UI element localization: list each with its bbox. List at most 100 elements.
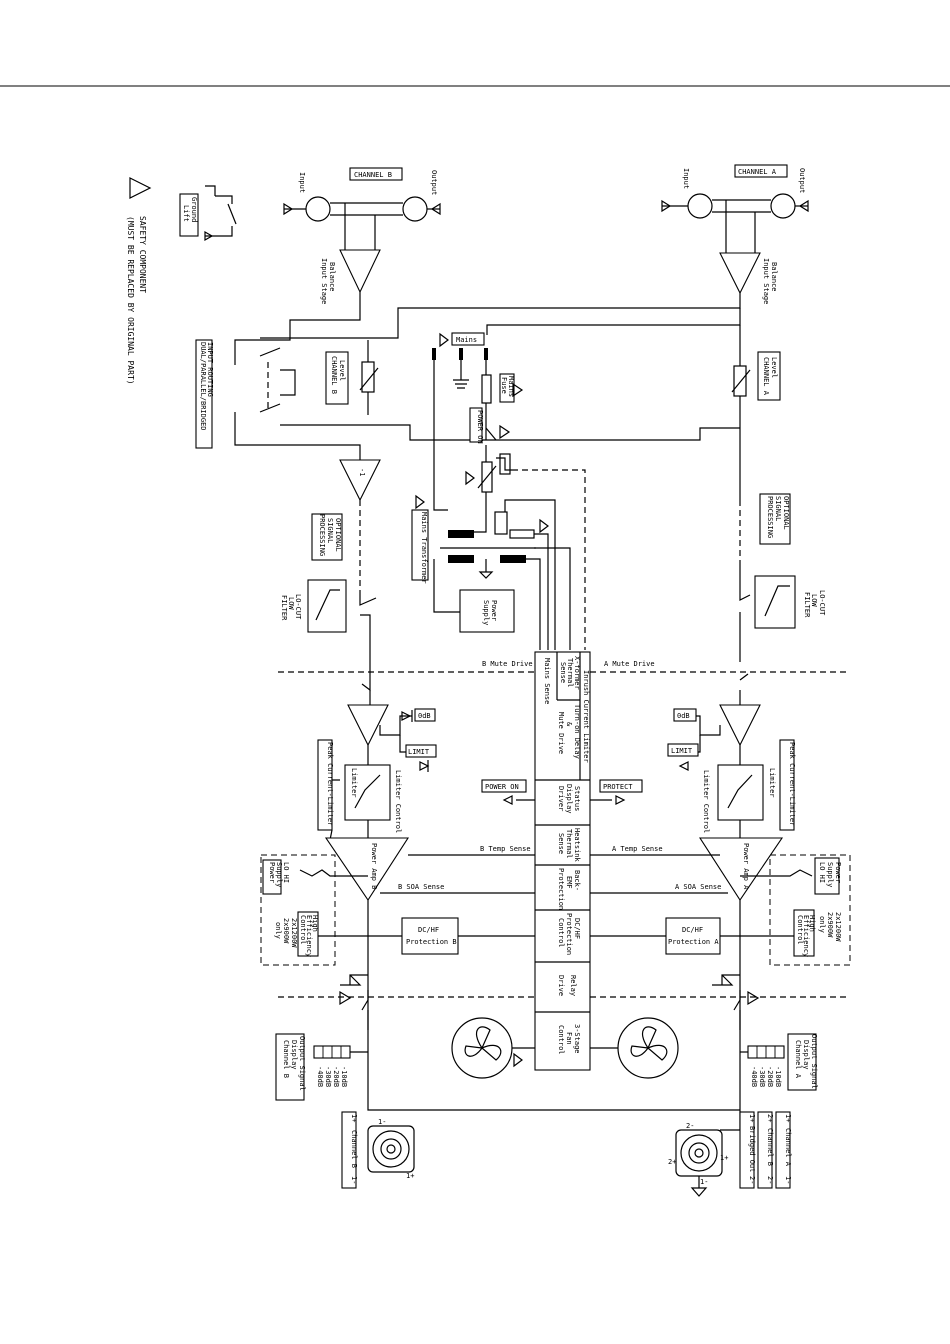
odb-a: 0dB [677, 712, 690, 720]
ground-icon [204, 230, 214, 242]
a-temp-sense: A Temp Sense [612, 845, 663, 853]
status-l2: Display [565, 784, 573, 814]
ground-lift: Ground Lift [179, 185, 237, 242]
relay-l2: Drive [557, 975, 565, 996]
high-efficiency-b: LO HI Supply Power High Efficiency Contr… [260, 854, 368, 966]
dchf-a-l1: DC/HF [682, 926, 703, 934]
input-routing-label1: INPUT ROUTING [206, 342, 214, 397]
xlr-output-b-icon [402, 196, 428, 222]
db-b-1: -20dB [332, 1066, 340, 1087]
dchf-l2: Protection [565, 913, 573, 955]
dchf-b-l1: DC/HF [418, 926, 439, 934]
mains-sense-label: Mains Sense [543, 658, 551, 704]
locut-a-l3: FILTER [803, 592, 811, 618]
mains-fuse-label2: Fuse [500, 377, 508, 394]
thermistor-icon [481, 461, 493, 493]
limit-a: LIMIT [671, 747, 693, 755]
dchf-a-l2: Protection A [668, 938, 719, 946]
level-a: Level CHANNEL A [731, 325, 781, 500]
he-a-l1: High [808, 915, 816, 932]
inrush-label: Inrush Current Limiter [582, 670, 590, 763]
output-label-b: Output [430, 170, 438, 195]
spk-a2-pin2m: 2- [766, 1176, 774, 1184]
protect-led-icon [615, 795, 626, 805]
spk-a-2m: 2- [686, 1122, 694, 1130]
spk-b-pin1m: 1- [350, 1176, 358, 1184]
xformer-l2: Thermal [566, 658, 574, 688]
spk-a-label: Channel A [784, 1128, 792, 1167]
dchf-l3: Control [557, 918, 565, 948]
bridged-pin1p: 1+ [748, 1114, 756, 1122]
out-a-l1: Output Signal [810, 1034, 818, 1089]
dchf-l1: DC/HF [573, 918, 581, 939]
input-routing: INPUT ROUTING DUAL/PARALLEL/BRIDGED -1 [195, 292, 741, 502]
only-b-l1: 2x1200W [290, 918, 298, 948]
balance-label-a2: Input Stage [762, 258, 770, 304]
heatsink-l3: Sense [557, 833, 565, 854]
bridged-pin2m: 2- [748, 1176, 756, 1184]
balance-label-a: Balance [770, 262, 778, 292]
fans [451, 1017, 679, 1079]
speakon-b-icon [372, 1130, 410, 1168]
dchf-protection-a: DC/HF Protection A [665, 917, 721, 955]
out-b-l3: Channel B [282, 1040, 290, 1078]
mains-label: Mains [456, 336, 477, 344]
speakon-b: 1- 1+ 1+ Channel B 1- [341, 1111, 415, 1189]
fan-l3: Control [557, 1025, 565, 1055]
locut-b-l3: FILTER [280, 595, 288, 621]
turnon-l3: Mute Drive [557, 712, 565, 754]
input-label-b: Input [298, 172, 306, 193]
xlr-input-b-icon [305, 196, 331, 222]
level-b-label1: Level [338, 360, 346, 381]
only-a-l3: only [818, 916, 826, 933]
level-a-label1: Level [770, 357, 778, 378]
he-a-l3: Control [796, 915, 804, 945]
earth-icon [453, 360, 469, 389]
only-a-l1: 2x1200W [834, 912, 842, 942]
optional-a-l3: PROCESSING [766, 496, 774, 538]
status-leds: POWER ON PROTECT [481, 779, 643, 805]
power-on-led-icon [502, 795, 513, 805]
fan-l2: Fan [565, 1032, 573, 1045]
spk-a-1m: 1- [700, 1178, 708, 1186]
a-mute-drive-label: A Mute Drive [604, 660, 655, 668]
out-a-l2: Display [802, 1040, 810, 1070]
power-amp-a-label: Power Amp A [742, 843, 750, 890]
power-on-switch-label: POWER ON [476, 410, 484, 444]
ps-b-l1: LO HI [282, 862, 290, 883]
limit-b: LIMIT [408, 748, 430, 756]
optional-processing-a: OPTIONAL SIGNAL PROCESSING [739, 493, 791, 560]
optional-a-l1: OPTIONAL [782, 496, 790, 530]
mute-drive-lines: B Mute Drive A Mute Drive [278, 650, 850, 705]
b-mute-drive-label: B Mute Drive [482, 660, 533, 668]
db-a-3: -40dB [750, 1066, 758, 1087]
odb-b: 0dB [418, 712, 431, 720]
ps-a-l2: Supply [826, 862, 834, 887]
potentiometer-a-icon [733, 365, 747, 397]
locut-b-l1: LO-CUT [294, 594, 302, 620]
heatsink-l1: Heatsink [573, 828, 581, 863]
power-amp-b-label: Power Amp B [370, 843, 378, 889]
limiter-control-b: Limiter Control [394, 770, 402, 833]
spk-a-2p: 2+ [668, 1158, 676, 1166]
safety-note-line1: SAFETY COMPONENT [138, 216, 147, 293]
out-b-l1: Output Signal [298, 1036, 306, 1091]
level-a-label2: CHANNEL A [762, 357, 770, 396]
turnon-l2: & [565, 722, 573, 727]
optional-processing-b: OPTIONAL SIGNAL PROCESSING [311, 500, 361, 590]
backemf-l2: EMF [565, 876, 573, 889]
balance-input-stage-a [719, 252, 761, 295]
power-amp-a [698, 837, 784, 901]
protection-column: Inrush Current Limiter X-former Thermal … [534, 651, 591, 1071]
spk-b-label: Channel B [350, 1130, 358, 1168]
mains-warning-icon [439, 332, 449, 348]
optional-a-l2: SIGNAL [774, 496, 782, 521]
warning-icon [129, 177, 152, 199]
level-b: Level CHANNEL B [325, 340, 379, 415]
transformer-primary-icon [448, 530, 474, 538]
locut-a-l1: LO-CUT [818, 590, 826, 616]
xformer-l1: X-former [573, 656, 581, 690]
channel-a-label: CHANNEL A [738, 168, 777, 176]
db-b-0: -10dB [340, 1066, 348, 1087]
